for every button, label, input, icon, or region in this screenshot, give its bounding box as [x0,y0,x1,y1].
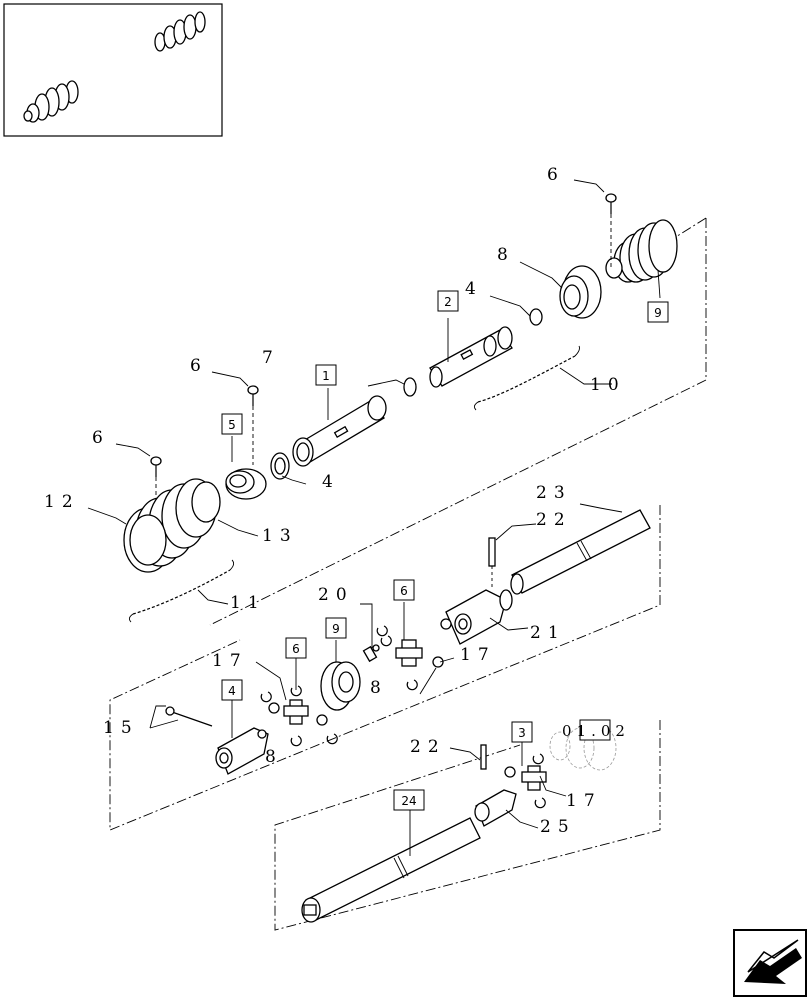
safety-chain-upper[interactable] [473,345,580,411]
clip-ring-lower[interactable] [270,452,290,480]
svg-text:9: 9 [654,306,662,320]
yoke-lower[interactable] [474,789,517,827]
label-p6-mid: 6 [190,356,208,376]
outer-tube[interactable] [292,395,387,467]
label-p11: 11 [230,593,266,613]
thumbnail-inset[interactable] [3,3,223,137]
svg-text:2: 2 [444,295,452,309]
box-5: 5 [221,413,243,435]
box-24: 24 [393,789,425,811]
screw-top[interactable] [605,193,617,270]
box-6-left: 6 [285,637,307,659]
label-p17-lower: 17 [566,791,602,811]
label-p10: 10 [590,375,626,395]
box-2: 2 [437,290,459,312]
cv-center-housing[interactable] [320,661,361,711]
label-p8-mid: 8 [370,678,388,698]
dashed-envelope-middle [109,505,661,831]
label-p6-left: 6 [92,428,110,448]
spring-pin-lower[interactable] [480,744,487,770]
clip-ring-upper[interactable] [529,308,543,326]
label-p8: 8 [497,245,515,265]
label-p17-right: 17 [460,645,496,665]
box-6-right: 6 [393,579,415,601]
bearing-ring-small[interactable] [225,468,267,500]
reference-label[interactable]: 01.02 [562,719,630,741]
cross-journal-right[interactable] [376,625,444,691]
dashed-envelope-lower [274,720,661,931]
profile-tube-upper[interactable] [510,509,651,595]
svg-text:4: 4 [228,684,236,698]
safety-chain-lower[interactable] [128,559,235,623]
svg-text:24: 24 [401,794,416,808]
svg-text:9: 9 [332,622,340,636]
yoke-left[interactable] [165,706,269,775]
profile-tube-lower[interactable] [301,817,481,923]
clip-ring-mid[interactable] [403,377,417,397]
svg-text:6: 6 [292,642,300,656]
yoke-right[interactable] [440,589,513,645]
label-p18: 8 [265,747,283,767]
label-p6-top: 6 [547,165,565,185]
label-p20: 20 [318,585,354,605]
label-p21: 21 [530,623,566,643]
spring-pin-upper[interactable] [488,537,496,590]
return-arrow-icon[interactable] [733,929,807,997]
boxed-labels: 9 2 1 5 6 9 6 4 3 24 [221,290,669,811]
grease-nipple[interactable] [362,644,380,663]
label-p17-left: 17 [212,651,248,671]
part-number-labels: 6 8 4 10 6 7 6 4 12 13 11 23 22 20 21 17… [44,165,626,837]
shield-bellows-left[interactable] [123,478,221,573]
label-p25: 25 [540,817,576,837]
cross-journal-left[interactable] [260,685,338,747]
box-1: 1 [315,364,337,386]
box-4: 4 [221,679,243,701]
svg-text:3: 3 [518,726,526,740]
svg-text:5: 5 [228,418,236,432]
cross-journal-lower[interactable] [504,753,547,809]
label-p4-lower: 4 [322,472,340,492]
svg-text:6: 6 [400,584,408,598]
label-ref: 01.02 [562,722,630,740]
box-9-mid: 9 [325,617,347,639]
label-p4-upper: 4 [465,279,483,299]
screw-left[interactable] [150,456,162,500]
label-p22-upper: 22 [536,510,572,530]
label-p23: 23 [536,483,572,503]
svg-text:1: 1 [322,369,330,383]
box-9-top: 9 [647,301,669,323]
bearing-ring[interactable] [559,265,602,319]
inner-tube[interactable] [429,326,513,388]
label-p12: 12 [44,492,80,512]
label-p22-lower: 22 [410,737,446,757]
box-3: 3 [511,721,533,743]
label-p13: 13 [262,526,298,546]
driveshaft-thumbnail-icon [23,11,206,123]
label-p7: 7 [262,348,280,368]
screw-mid[interactable] [247,385,259,465]
label-p15: 15 [103,718,139,738]
shield-bellows-top[interactable] [605,219,678,283]
